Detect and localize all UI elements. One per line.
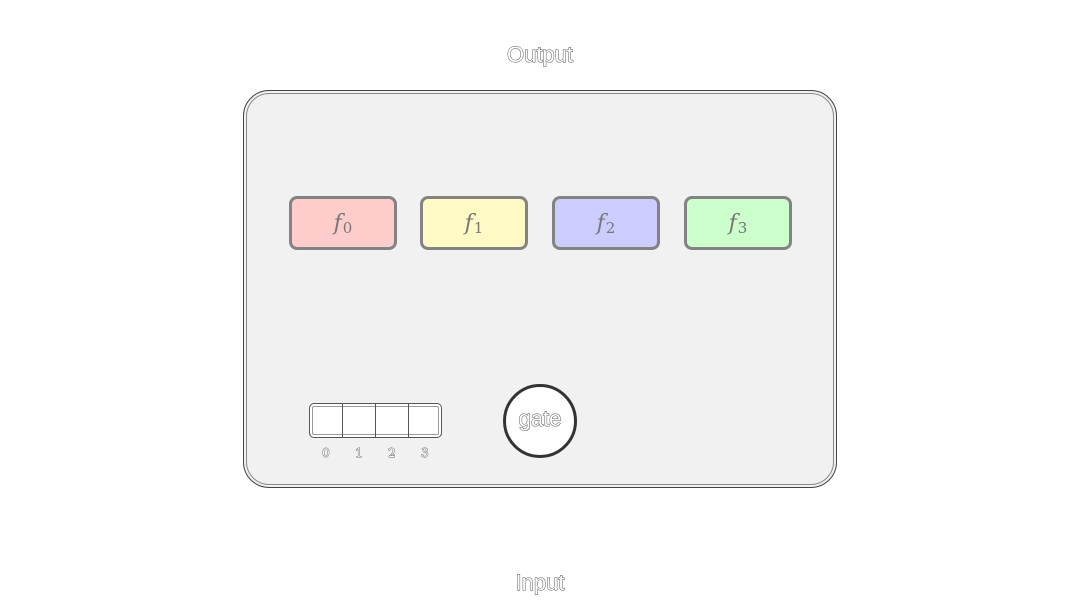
expert-name: f [333, 210, 342, 236]
slot-index-1: 1 [355, 446, 363, 461]
slot-index-3: 3 [421, 446, 429, 461]
routing-slot [409, 404, 441, 437]
expert-index: 3 [737, 219, 748, 237]
expert-name: f [596, 210, 605, 236]
output-label: Output [506, 42, 574, 68]
expert-name: f [464, 210, 473, 236]
slot-index-0: 0 [322, 446, 330, 461]
expert-index: 0 [342, 219, 353, 237]
gate-label: gate [518, 406, 562, 432]
routing-slot [310, 404, 343, 437]
input-label: Input [515, 570, 565, 596]
routing-slot [343, 404, 376, 437]
expert-name: f [728, 210, 737, 236]
slot-index-2: 2 [388, 446, 396, 461]
gate-node: gate [503, 384, 577, 458]
expert-index: 1 [473, 219, 484, 237]
routing-slots [309, 403, 442, 438]
expert-index: 2 [605, 219, 616, 237]
routing-slot [376, 404, 409, 437]
